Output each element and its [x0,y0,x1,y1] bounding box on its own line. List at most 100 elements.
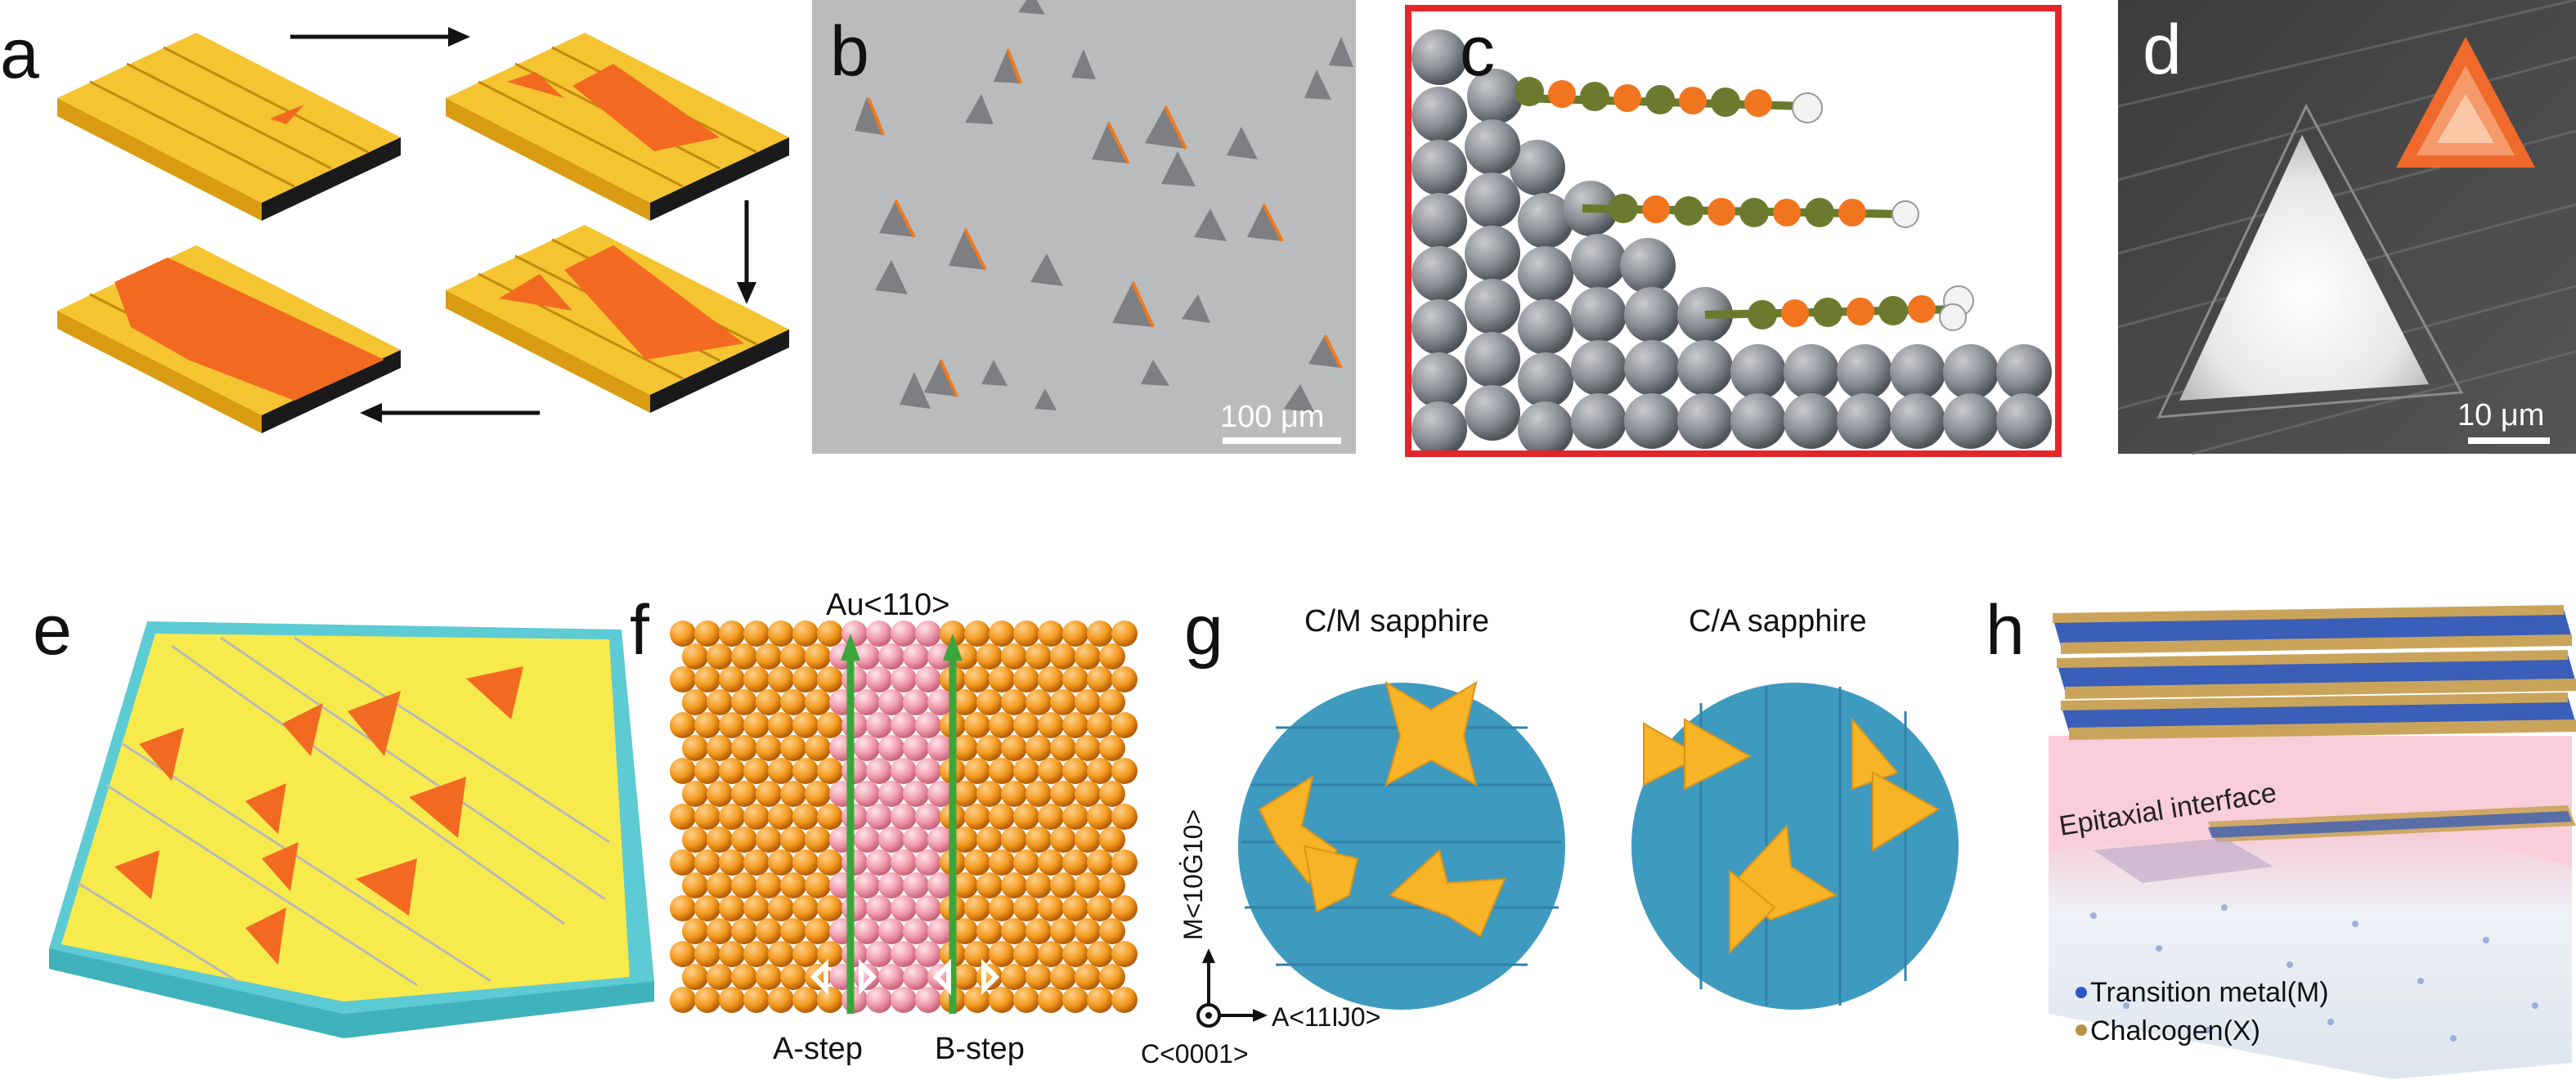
terrace-atom [964,712,990,738]
chalcogen-legend-dot [2076,1024,2087,1036]
terrace-atom [780,735,806,761]
outer-triangle-outline [2156,103,2464,419]
terrace-atom [952,872,978,899]
terrace-atom [1075,964,1101,990]
step-atom [891,941,917,967]
terrace-atom [1111,666,1138,692]
a-step-label: A-step [773,1032,863,1066]
terrace-atom [731,689,757,715]
terrace-atom [719,941,745,967]
step-block-1 [57,33,401,221]
step-atom [841,941,868,967]
c-axis-label: C<0001> [1141,1039,1249,1069]
terrace-atom [682,964,708,990]
terrace-atom [756,735,782,761]
step-atom [841,849,868,876]
terrace-atom [792,621,819,647]
step-atom [841,621,868,647]
step-atom [915,941,941,967]
step-atom [866,621,892,647]
terrace-atom [805,735,831,761]
terrace-atom [768,895,794,921]
terrace-atom [792,941,819,967]
terrace-atom [976,918,1003,944]
terrace-atom [976,643,1003,670]
terrace-atom [719,895,745,921]
terrace-atom [670,712,696,738]
terrace-atom [780,872,806,899]
transition-metal-legend: Transition metal(M) [2090,977,2329,1008]
terrace-atom [952,689,978,715]
m-axis-label: M<10Ġ10> [1178,809,1208,940]
terrace-atom [1050,827,1076,853]
step-atom [878,964,904,990]
terrace-atom [1013,895,1039,921]
panel-e: e [33,591,654,1038]
terrace-atom [1001,964,1027,990]
terrace-atom [1025,827,1052,853]
process-arrows [290,27,756,423]
terrace-atom [1099,964,1125,990]
terrace-atom [670,987,696,1013]
terrace-atom [805,827,831,853]
terrace-atom [1038,758,1064,784]
terrace-atom [1050,964,1076,990]
terrace-atom [1087,941,1113,967]
step-markers-f [810,958,1000,996]
gold-film [61,634,630,1002]
terrace-atom [1062,987,1088,1013]
panel-a: a [0,15,789,433]
metal-legend-dot [2076,987,2087,998]
terrace-atom [743,621,770,647]
au-lattice [670,621,1138,1013]
step-atom [866,666,892,692]
terrace-atom [719,621,745,647]
terrace-atom [989,666,1015,692]
step-atom [903,643,929,670]
terrace-atom [682,872,708,899]
terrace-atom [1025,735,1052,761]
terrace-atom [756,781,782,807]
terrace-atom [1099,689,1125,715]
terrace-atom [1087,895,1113,921]
terrace-atom [1099,643,1125,670]
terrace-atom [743,941,770,967]
step-atom [915,987,941,1013]
terrace-atom [1038,941,1064,967]
terrace-atom [817,849,843,876]
terrace-atom [768,987,794,1013]
terrace-atom [694,849,720,876]
terrace-atom [1013,849,1039,876]
panel-h-label: h [1986,591,2025,670]
terrace-atom [707,964,733,990]
terrace-atom [989,758,1015,784]
step-atom [915,758,941,784]
terrace-atom [964,895,990,921]
step-atom [866,712,892,738]
terrace-atom [670,804,696,830]
terrace-atom [964,804,990,830]
terrace-atom [964,941,990,967]
step-atom [866,941,892,967]
terrace-atom [1087,758,1113,784]
terrace-atom [756,918,782,944]
terrace-atom [694,987,720,1013]
terrace-atom [952,781,978,807]
terrace-atom [1099,918,1125,944]
terrace-atom [670,666,696,692]
terrace-atom [1062,621,1088,647]
terrace-atom [1050,689,1076,715]
panel-e-label: e [33,591,72,670]
terrace-atom [719,804,745,830]
terrace-atom [989,849,1015,876]
terrace-atom [743,758,770,784]
step-atom [841,804,868,830]
terrace-atom [1013,621,1039,647]
step-atom [854,918,880,944]
terrace-atom [1025,964,1052,990]
step-atom [915,712,941,738]
terrace-atom [1111,621,1138,647]
panel-d: d 10 μm [2117,0,2576,455]
step-atom [903,781,929,807]
step-atom [891,895,917,921]
